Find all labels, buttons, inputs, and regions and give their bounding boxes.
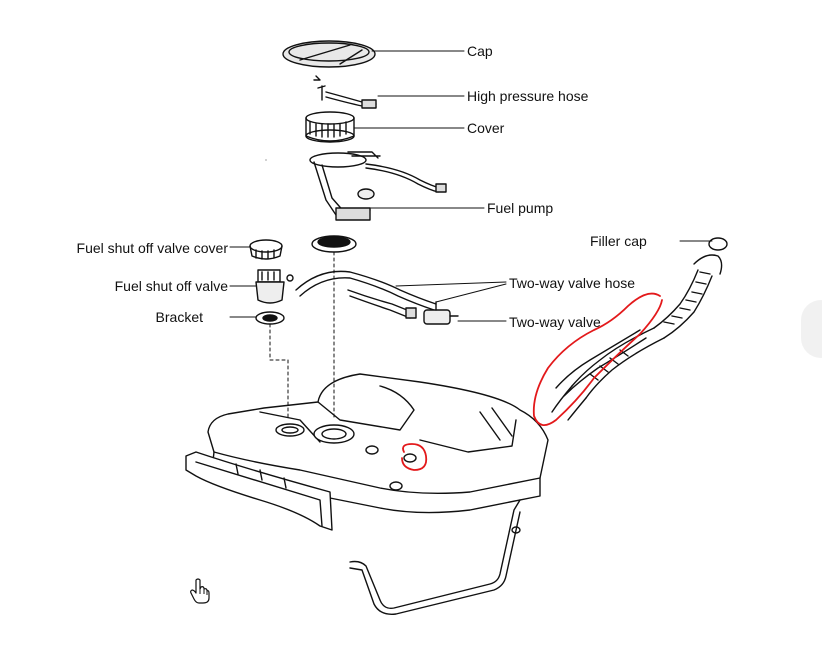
high-pressure-hose-part [313,75,377,109]
label-two-way-valve: Two-way valve [509,314,601,330]
red-highlight-valve-loop [401,443,428,471]
two-way-valve-hose-part [286,270,437,319]
cap-part [282,40,376,68]
shut-off-valve-cover-part [249,239,283,260]
fuel-tank-part [207,373,549,514]
pump-gasket-part [311,235,357,253]
label-filler-cap: Filler cap [590,233,647,249]
shut-off-valve-part [255,269,285,304]
hand-pointer-icon [190,578,210,609]
label-cap: Cap [467,43,493,59]
side-panel-tab[interactable] [801,300,822,358]
bracket-part [255,311,285,325]
label-bracket: Bracket [155,309,203,325]
two-way-valve-part [423,301,459,325]
leader-lines [229,50,713,421]
label-cover: Cover [467,120,505,136]
red-highlight-annotations [401,292,663,471]
red-highlight-hose-loop [532,292,663,426]
label-fuel-pump: Fuel pump [487,200,554,216]
tank-strap-part [185,451,521,615]
label-high-pressure-hose: High pressure hose [467,88,589,104]
fuel-pump-part [309,151,447,221]
label-fuel-shut-off-valve: Fuel shut off valve [114,278,228,294]
cover-part [305,111,355,143]
label-fuel-shut-off-valve-cover: Fuel shut off valve cover [76,240,228,256]
label-two-way-valve-hose: Two-way valve hose [509,275,636,291]
